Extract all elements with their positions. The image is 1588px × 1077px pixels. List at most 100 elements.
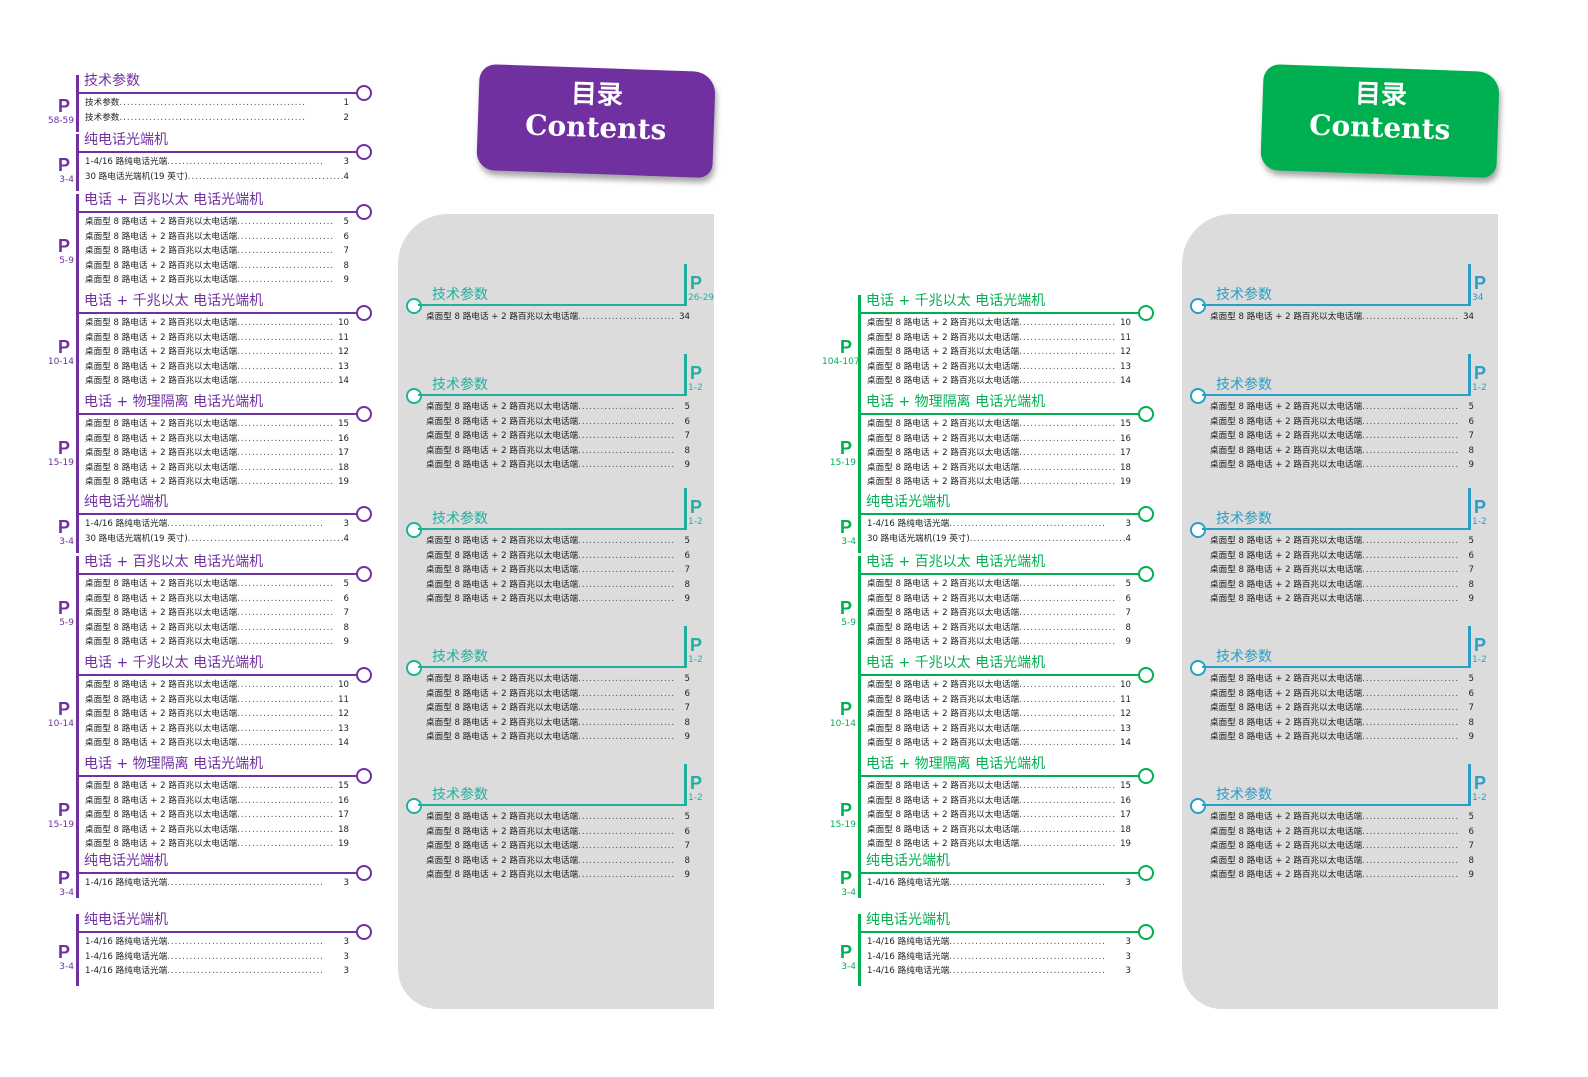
toc-entry[interactable]: 桌面型 8 路电话 + 2 路百兆以太电话端..................… [867,823,1131,838]
toc-entry[interactable]: 桌面型 8 路电话 + 2 路百兆以太电话端..................… [85,693,349,708]
toc-entry[interactable]: 桌面型 8 路电话 + 2 路百兆以太电话端..................… [867,678,1131,693]
toc-entry[interactable]: 桌面型 8 路电话 + 2 路百兆以太电话端..................… [1210,672,1474,687]
toc-entry[interactable]: 桌面型 8 路电话 + 2 路百兆以太电话端..................… [867,461,1131,476]
section-title[interactable]: 电话 + 千兆以太 电话光端机 [866,655,1046,671]
section-title[interactable]: 电话 + 百兆以太 电话光端机 [84,554,264,570]
toc-entry[interactable]: 桌面型 8 路电话 + 2 路百兆以太电话端..................… [867,475,1131,490]
toc-entry[interactable]: 1-4/16 路纯电话光端...........................… [85,155,349,170]
toc-entry[interactable]: 桌面型 8 路电话 + 2 路百兆以太电话端..................… [85,678,349,693]
section-title[interactable]: 技术参数 [432,511,488,527]
toc-entry[interactable]: 桌面型 8 路电话 + 2 路百兆以太电话端..................… [426,458,690,473]
section-title[interactable]: 电话 + 物理隔离 电话光端机 [866,394,1046,410]
toc-entry[interactable]: 桌面型 8 路电话 + 2 路百兆以太电话端..................… [867,331,1131,346]
toc-entry[interactable]: 桌面型 8 路电话 + 2 路百兆以太电话端..................… [85,736,349,751]
toc-entry[interactable]: 桌面型 8 路电话 + 2 路百兆以太电话端..................… [85,446,349,461]
toc-entry[interactable]: 桌面型 8 路电话 + 2 路百兆以太电话端..................… [867,345,1131,360]
toc-entry[interactable]: 桌面型 8 路电话 + 2 路百兆以太电话端..................… [1210,400,1474,415]
toc-entry[interactable]: 桌面型 8 路电话 + 2 路百兆以太电话端..................… [85,779,349,794]
section-title[interactable]: 技术参数 [432,649,488,665]
toc-entry[interactable]: 桌面型 8 路电话 + 2 路百兆以太电话端..................… [85,621,349,636]
section-title[interactable]: 纯电话光端机 [866,853,950,869]
section-title[interactable]: 技术参数 [1216,511,1272,527]
section-title[interactable]: 纯电话光端机 [866,912,950,928]
toc-entry[interactable]: 桌面型 8 路电话 + 2 路百兆以太电话端..................… [1210,592,1474,607]
toc-entry[interactable]: 桌面型 8 路电话 + 2 路百兆以太电话端..................… [1210,444,1474,459]
section-title[interactable]: 纯电话光端机 [84,494,168,510]
toc-entry[interactable]: 桌面型 8 路电话 + 2 路百兆以太电话端..................… [426,563,690,578]
toc-entry[interactable]: 桌面型 8 路电话 + 2 路百兆以太电话端..................… [85,374,349,389]
toc-entry[interactable]: 桌面型 8 路电话 + 2 路百兆以太电话端..................… [1210,730,1474,745]
toc-entry[interactable]: 桌面型 8 路电话 + 2 路百兆以太电话端..................… [426,534,690,549]
toc-entry[interactable]: 桌面型 8 路电话 + 2 路百兆以太电话端..................… [1210,458,1474,473]
toc-entry[interactable]: 桌面型 8 路电话 + 2 路百兆以太电话端..................… [1210,854,1474,869]
toc-entry[interactable]: 桌面型 8 路电话 + 2 路百兆以太电话端..................… [426,810,690,825]
toc-entry[interactable]: 桌面型 8 路电话 + 2 路百兆以太电话端..................… [426,868,690,883]
toc-entry[interactable]: 桌面型 8 路电话 + 2 路百兆以太电话端..................… [85,244,349,259]
toc-entry[interactable]: 桌面型 8 路电话 + 2 路百兆以太电话端..................… [867,722,1131,737]
toc-entry[interactable]: 桌面型 8 路电话 + 2 路百兆以太电话端..................… [867,621,1131,636]
section-title[interactable]: 电话 + 百兆以太 电话光端机 [84,192,264,208]
toc-entry[interactable]: 桌面型 8 路电话 + 2 路百兆以太电话端..................… [867,592,1131,607]
toc-entry[interactable]: 30 路电话光端机(19 英寸)........................… [867,532,1131,547]
section-title[interactable]: 技术参数 [84,73,140,89]
section-title[interactable]: 纯电话光端机 [866,494,950,510]
toc-entry[interactable]: 30 路电话光端机(19 英寸)........................… [85,170,349,185]
toc-entry[interactable]: 桌面型 8 路电话 + 2 路百兆以太电话端..................… [426,415,690,430]
toc-entry[interactable]: 桌面型 8 路电话 + 2 路百兆以太电话端..................… [85,360,349,375]
toc-entry[interactable]: 桌面型 8 路电话 + 2 路百兆以太电话端..................… [85,461,349,476]
section-title[interactable]: 电话 + 千兆以太 电话光端机 [84,655,264,671]
toc-entry[interactable]: 1-4/16 路纯电话光端...........................… [85,876,349,891]
toc-entry[interactable]: 桌面型 8 路电话 + 2 路百兆以太电话端..................… [85,794,349,809]
section-title[interactable]: 技术参数 [1216,649,1272,665]
toc-entry[interactable]: 桌面型 8 路电话 + 2 路百兆以太电话端..................… [85,823,349,838]
section-title[interactable]: 纯电话光端机 [84,132,168,148]
toc-entry[interactable]: 桌面型 8 路电话 + 2 路百兆以太电话端..................… [1210,310,1474,325]
toc-entry[interactable]: 桌面型 8 路电话 + 2 路百兆以太电话端..................… [85,722,349,737]
toc-entry[interactable]: 1-4/16 路纯电话光端...........................… [85,964,349,979]
section-title[interactable]: 电话 + 千兆以太 电话光端机 [84,293,264,309]
toc-entry[interactable]: 1-4/16 路纯电话光端...........................… [867,876,1131,891]
section-title[interactable]: 技术参数 [1216,377,1272,393]
toc-entry[interactable]: 桌面型 8 路电话 + 2 路百兆以太电话端..................… [1210,825,1474,840]
toc-entry[interactable]: 桌面型 8 路电话 + 2 路百兆以太电话端..................… [426,687,690,702]
toc-entry[interactable]: 1-4/16 路纯电话光端...........................… [867,950,1131,965]
toc-entry[interactable]: 技术参数....................................… [85,96,349,111]
toc-entry[interactable]: 桌面型 8 路电话 + 2 路百兆以太电话端..................… [426,429,690,444]
toc-entry[interactable]: 桌面型 8 路电话 + 2 路百兆以太电话端..................… [85,837,349,852]
toc-entry[interactable]: 1-4/16 路纯电话光端...........................… [867,964,1131,979]
toc-entry[interactable]: 桌面型 8 路电话 + 2 路百兆以太电话端..................… [426,854,690,869]
toc-entry[interactable]: 桌面型 8 路电话 + 2 路百兆以太电话端..................… [426,444,690,459]
toc-entry[interactable]: 桌面型 8 路电话 + 2 路百兆以太电话端..................… [85,635,349,650]
toc-entry[interactable]: 桌面型 8 路电话 + 2 路百兆以太电话端..................… [85,215,349,230]
toc-entry[interactable]: 桌面型 8 路电话 + 2 路百兆以太电话端..................… [426,672,690,687]
toc-entry[interactable]: 桌面型 8 路电话 + 2 路百兆以太电话端..................… [85,432,349,447]
toc-entry[interactable]: 技术参数....................................… [85,111,349,126]
section-title[interactable]: 电话 + 物理隔离 电话光端机 [84,756,264,772]
toc-entry[interactable]: 桌面型 8 路电话 + 2 路百兆以太电话端..................… [85,606,349,621]
section-title[interactable]: 技术参数 [1216,787,1272,803]
section-title[interactable]: 电话 + 千兆以太 电话光端机 [866,293,1046,309]
toc-entry[interactable]: 桌面型 8 路电话 + 2 路百兆以太电话端..................… [1210,534,1474,549]
toc-entry[interactable]: 1-4/16 路纯电话光端...........................… [867,517,1131,532]
toc-entry[interactable]: 桌面型 8 路电话 + 2 路百兆以太电话端..................… [85,577,349,592]
toc-entry[interactable]: 桌面型 8 路电话 + 2 路百兆以太电话端..................… [867,577,1131,592]
toc-entry[interactable]: 桌面型 8 路电话 + 2 路百兆以太电话端..................… [867,606,1131,621]
toc-entry[interactable]: 桌面型 8 路电话 + 2 路百兆以太电话端..................… [867,693,1131,708]
section-title[interactable]: 技术参数 [432,377,488,393]
toc-entry[interactable]: 桌面型 8 路电话 + 2 路百兆以太电话端..................… [85,475,349,490]
section-title[interactable]: 技术参数 [1216,287,1272,303]
toc-entry[interactable]: 桌面型 8 路电话 + 2 路百兆以太电话端..................… [1210,687,1474,702]
toc-entry[interactable]: 桌面型 8 路电话 + 2 路百兆以太电话端..................… [867,779,1131,794]
toc-entry[interactable]: 桌面型 8 路电话 + 2 路百兆以太电话端..................… [1210,415,1474,430]
toc-entry[interactable]: 桌面型 8 路电话 + 2 路百兆以太电话端..................… [1210,549,1474,564]
toc-entry[interactable]: 桌面型 8 路电话 + 2 路百兆以太电话端..................… [1210,429,1474,444]
toc-entry[interactable]: 1-4/16 路纯电话光端...........................… [85,950,349,965]
toc-entry[interactable]: 桌面型 8 路电话 + 2 路百兆以太电话端..................… [426,400,690,415]
toc-entry[interactable]: 桌面型 8 路电话 + 2 路百兆以太电话端..................… [85,316,349,331]
toc-entry[interactable]: 1-4/16 路纯电话光端...........................… [867,935,1131,950]
section-title[interactable]: 纯电话光端机 [84,853,168,869]
toc-entry[interactable]: 1-4/16 路纯电话光端...........................… [85,935,349,950]
toc-entry[interactable]: 桌面型 8 路电话 + 2 路百兆以太电话端..................… [1210,701,1474,716]
toc-entry[interactable]: 桌面型 8 路电话 + 2 路百兆以太电话端..................… [867,374,1131,389]
toc-entry[interactable]: 桌面型 8 路电话 + 2 路百兆以太电话端..................… [85,259,349,274]
